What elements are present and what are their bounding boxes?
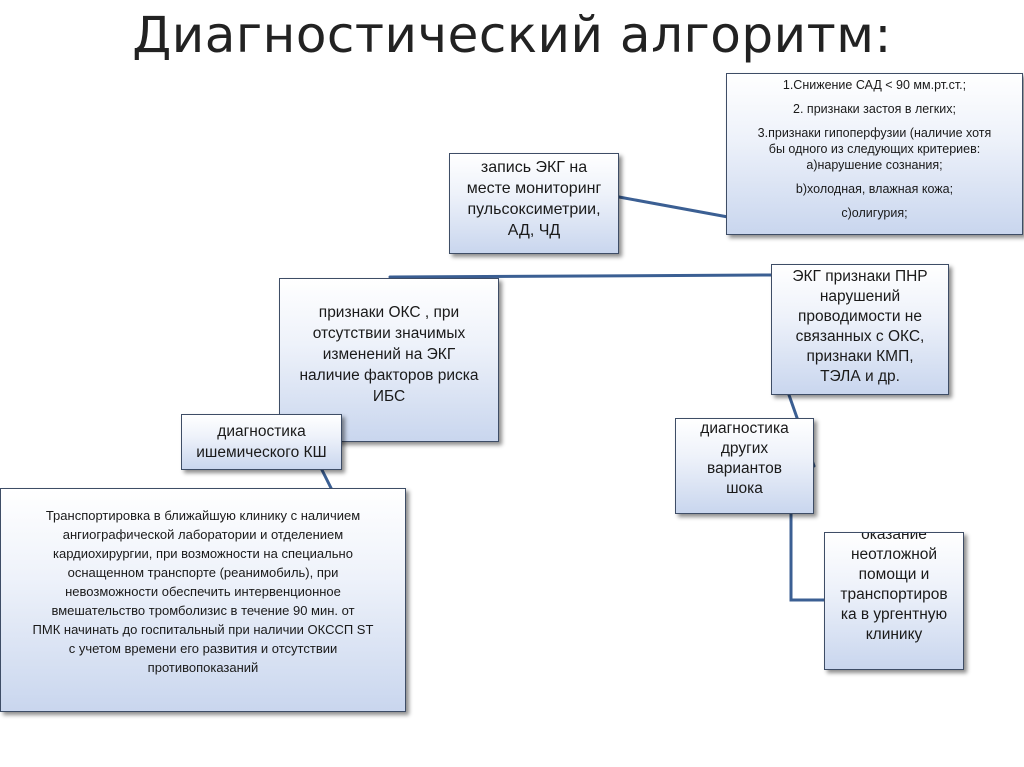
transport-line: кардиохирургии, при возможности на специ…	[53, 546, 353, 561]
ekg-monitoring-line: АД, ЧД	[507, 222, 561, 239]
transport-line: с учетом времени его развития и отсутств…	[68, 641, 338, 656]
criteria-line: c)олигурия;	[841, 206, 908, 220]
transport-line: оснащенном транспорте (реанимобиль), при	[67, 565, 339, 580]
acs-signs-line: ИБС	[372, 388, 406, 405]
ekg-signs-line: проводимости не	[798, 308, 922, 325]
connector-ischemic-to-transport	[320, 468, 334, 492]
transport-line: ангиографической лаборатории и отделение…	[62, 527, 344, 542]
other-shock-diagnosis-box: диагностика других вариантов шока	[675, 418, 814, 514]
transport-line: невозможности обеспечить интервенционное	[65, 584, 341, 599]
ekg-signs-line: ТЭЛА и др.	[820, 368, 900, 385]
ekg-monitoring-box: запись ЭКГ на месте мониторинг пульсокси…	[449, 153, 619, 254]
criteria-line: 2. признаки застоя в легких;	[793, 102, 956, 116]
shock-criteria-box: 1.Снижение САД < 90 мм.рт.ст.; 2. призна…	[726, 73, 1023, 235]
acs-signs-line: признаки ОКС , при	[318, 304, 460, 321]
connector-monitoring-to-criteria	[617, 195, 730, 219]
transport-box: Транспортировка в ближайшую клинику с на…	[0, 488, 406, 712]
transport-line: вмешательство тромболизис в течение 90 м…	[51, 603, 355, 618]
ekg-signs-line: связанных с ОКС,	[795, 328, 925, 345]
ekg-signs-box: ЭКГ признаки ПНР нарушений проводимости …	[771, 264, 949, 395]
connector-other-shock-to-urgent	[789, 512, 826, 602]
acs-signs-line: изменений на ЭКГ	[322, 346, 456, 363]
other-shock-line: вариантов	[707, 460, 782, 477]
acs-signs-line: наличие факторов риска	[299, 367, 479, 384]
acs-signs-line: отсутствии значимых	[312, 325, 466, 342]
ekg-signs-line: признаки КМП,	[806, 348, 914, 365]
criteria-line: а)нарушение сознания;	[806, 158, 943, 172]
transport-line: ПМК начинать до госпитальный при наличии…	[32, 622, 374, 637]
ischemic-diagnosis-line: диагностика	[217, 423, 306, 440]
ekg-signs-line: ЭКГ признаки ПНР	[792, 268, 928, 285]
slide-title: Диагностический алгоритм:	[132, 6, 892, 64]
transport-line: противопоказаний	[147, 660, 259, 675]
other-shock-line: шока	[726, 480, 763, 497]
urgent-care-line: оказание	[861, 532, 927, 543]
criteria-line: b)холодная, влажная кожа;	[795, 182, 954, 196]
urgent-care-line: транспортиров	[840, 586, 948, 603]
other-shock-line: других	[720, 440, 769, 457]
ekg-monitoring-line: запись ЭКГ на	[480, 159, 588, 176]
urgent-care-text: оказание неотложной помощи и транспортир…	[825, 532, 963, 645]
ekg-monitoring-line: месте мониторинг	[466, 180, 602, 197]
ischemic-diagnosis-line: ишемического КШ	[196, 444, 327, 461]
ekg-signs-line: нарушений	[819, 288, 901, 305]
urgent-care-box: оказание неотложной помощи и транспортир…	[824, 532, 964, 670]
urgent-care-line: помощи и	[858, 566, 930, 583]
urgent-care-line: клинику	[865, 626, 923, 643]
ischemic-diagnosis-box: диагностика ишемического КШ	[181, 414, 342, 470]
criteria-line: 1.Снижение САД < 90 мм.рт.ст.;	[782, 78, 967, 92]
urgent-care-line: ка в ургентную	[840, 606, 948, 623]
criteria-line: бы одного из следующих критериев:	[768, 142, 981, 156]
connector-horizontal-bus	[388, 273, 773, 279]
other-shock-line: диагностика	[700, 420, 789, 437]
transport-line: Транспортировка в ближайшую клинику с на…	[45, 508, 361, 523]
urgent-care-line: неотложной	[850, 546, 938, 563]
ekg-monitoring-line: пульсоксиметрии,	[467, 201, 601, 218]
criteria-line: 3.признаки гипоперфузии (наличие хотя	[757, 126, 992, 140]
